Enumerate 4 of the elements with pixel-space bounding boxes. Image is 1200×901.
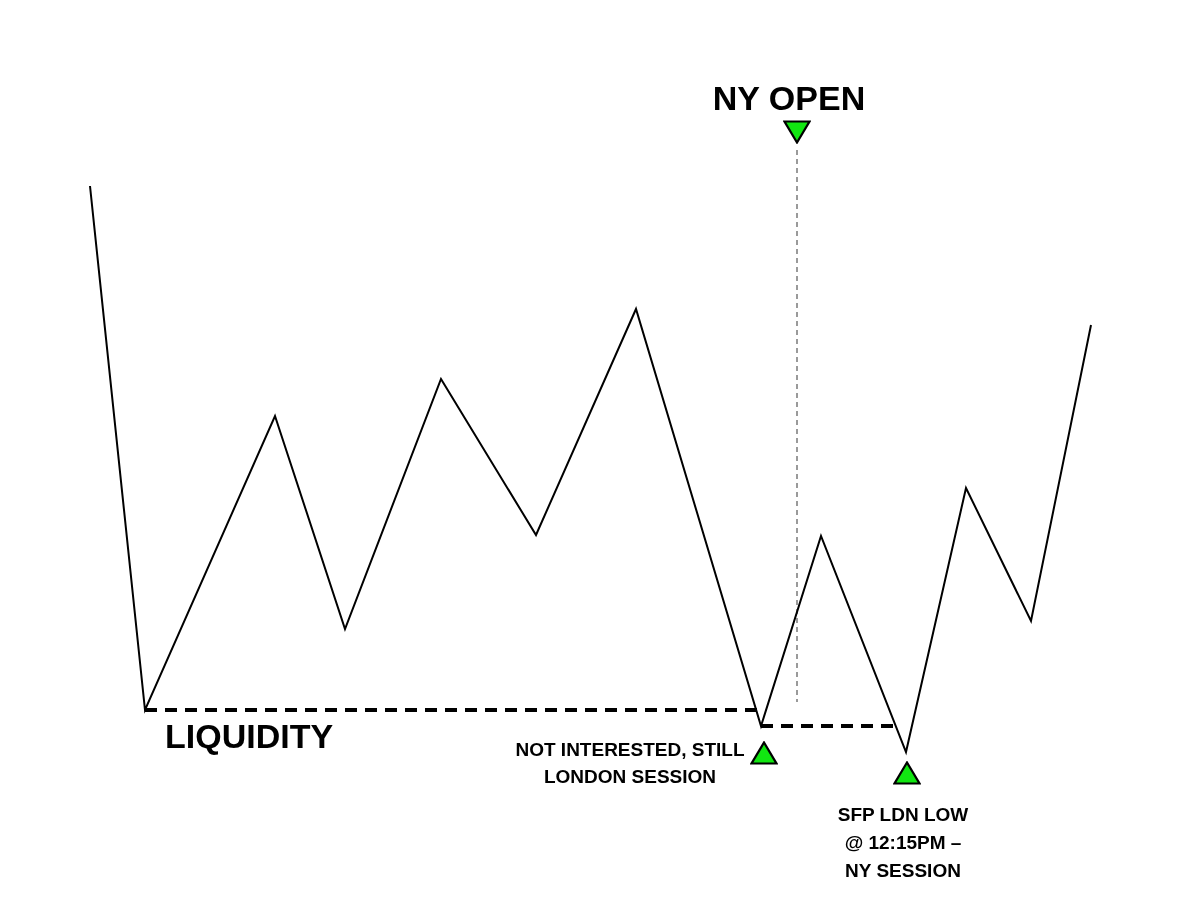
annotation-text: NOT INTERESTED, STILL LONDON SESSION [514,738,746,789]
session-open-label: NY OPEN [711,78,867,118]
liquidity-label: LIQUIDITY [165,716,335,756]
annotation-text: SFP LDN LOW @ 12:15PM – NY SESSION [836,803,970,883]
